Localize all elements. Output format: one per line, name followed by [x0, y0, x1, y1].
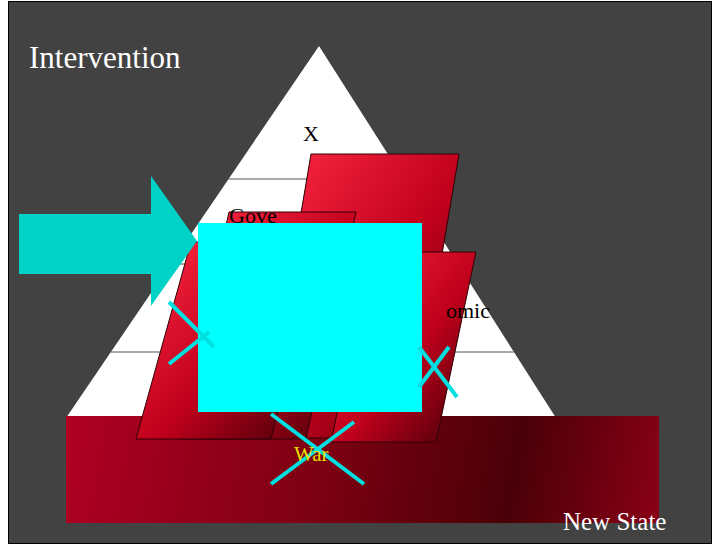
band-label: New State [563, 509, 666, 534]
slide-background: X Gove omicWarNew State Intervention [8, 1, 712, 544]
intervention-arrow [19, 176, 197, 306]
slide-title: Intervention [29, 42, 181, 73]
level-label: War [294, 444, 328, 465]
level-label: omic [446, 300, 490, 322]
cross-mark [169, 302, 457, 484]
intervention-illustration [9, 2, 711, 543]
level-label: Gove [229, 205, 277, 227]
cyan-block [198, 223, 422, 412]
level-label: X [303, 123, 319, 145]
